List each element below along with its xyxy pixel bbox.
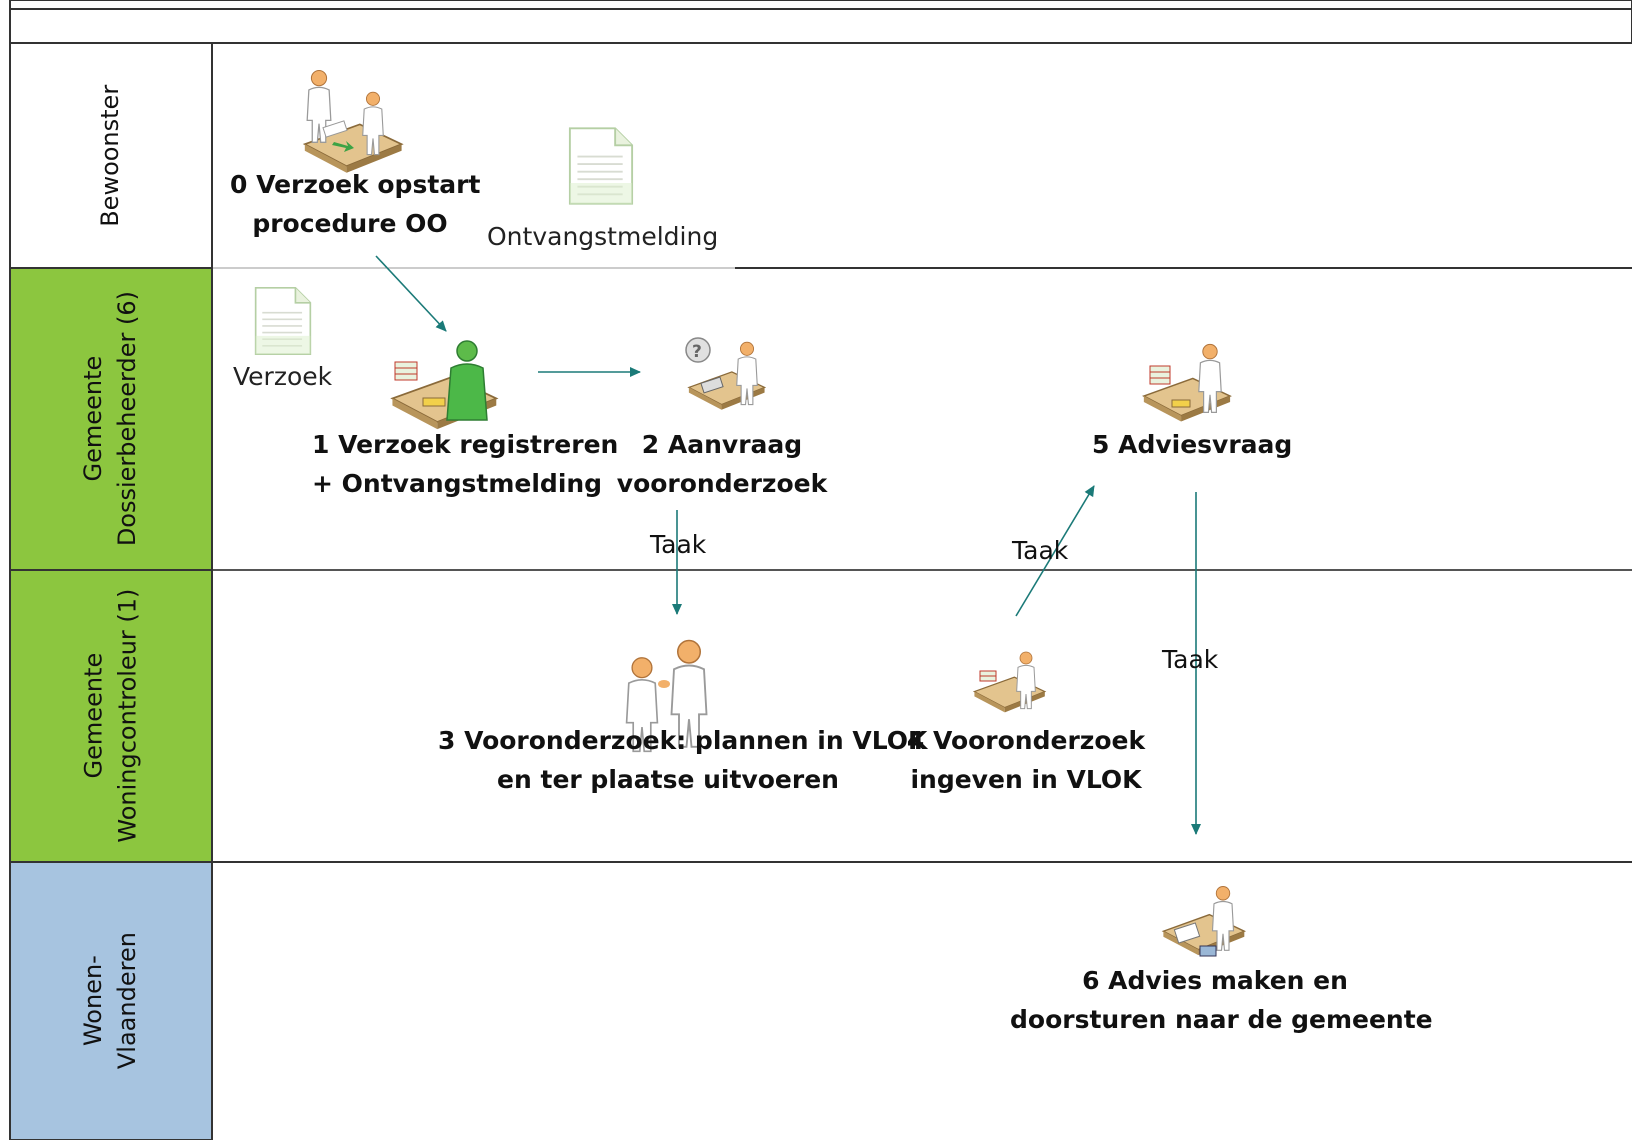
meeting-person-icon — [303, 69, 403, 174]
step-0-label: 0 Verzoek opstart procedure OO — [230, 166, 481, 244]
flow-arrow — [375, 255, 447, 332]
lane-header-wonen-vlaanderen — [9, 861, 213, 1140]
flow-label-taak: Taak — [650, 530, 707, 559]
header-row — [9, 8, 1632, 44]
flow-arrow — [1015, 485, 1095, 617]
lane-label-wonen-vlaanderen: Wonen-Vlaanderen — [10, 862, 212, 1140]
lane-label-line1: Gemeente — [79, 356, 108, 482]
flow-label-taak: Taak — [1162, 645, 1219, 674]
lane-label-line2: Vlaanderen — [113, 932, 141, 1070]
desk-worker-icon — [973, 651, 1046, 714]
flow-label-taak: Taak — [1012, 536, 1069, 565]
step-label-line1: 5 Adviesvraag — [1092, 430, 1293, 459]
step-label-line1: 2 Aanvraag — [641, 430, 803, 459]
handshake-icon — [625, 639, 708, 753]
step-label-line1: 1 Verzoek registreren — [312, 430, 619, 459]
lane-label-line2: Woningcontroleur (1) — [113, 589, 141, 843]
lane-header-woningcontroleur — [9, 569, 213, 863]
step-label-line2: vooronderzoek — [616, 468, 828, 498]
desk-worker-highlighted-icon — [391, 340, 498, 431]
step-6-label: 6 Advies maken en doorsturen naar de gem… — [1010, 962, 1433, 1040]
phone-question-worker-icon: ? — [685, 337, 766, 411]
step-label-line2: doorsturen naar de gemeente — [1010, 1004, 1433, 1034]
step-5-label: 5 Adviesvraag — [1092, 426, 1292, 465]
lane-header-bewoonster — [9, 42, 213, 269]
step-label-line1: 6 Advies maken en — [1082, 966, 1348, 995]
step-label-line1: 3 Vooronderzoek: plannen in VLOK — [438, 726, 928, 755]
step-3-label: 3 Vooronderzoek: plannen in VLOK en ter … — [438, 722, 928, 800]
step-label-line2: en ter plaatse uitvoeren — [497, 764, 839, 794]
step-label-line2: + Ontvangstmelding — [312, 468, 603, 498]
step-4-label: 4 Vooronderzoek ingeven in VLOK — [906, 722, 1146, 800]
lane-label-line2: Dossierbeheerder (6) — [113, 291, 141, 547]
document-label-verzoek: Verzoek — [233, 362, 333, 391]
lane-label-line1: Bewoonster — [96, 84, 125, 227]
document-label-ontvangstmelding: Ontvangstmelding — [487, 222, 719, 251]
desk-worker-icon — [1143, 343, 1231, 423]
step-2-label: 2 Aanvraag vooronderzoek — [612, 426, 832, 504]
step-1-label: 1 Verzoek registreren + Ontvangstmelding — [312, 426, 619, 504]
svg-text:?: ? — [692, 342, 702, 362]
lane-label-bewoonster: Bewoonster — [10, 43, 212, 268]
step-label-line2: procedure OO — [252, 208, 448, 238]
step-label-line2: ingeven in VLOK — [910, 764, 1142, 794]
desk-calculator-worker-icon — [1162, 885, 1246, 957]
lane-label-line1: Gemeente — [79, 653, 108, 779]
step-label-line1: 4 Vooronderzoek — [906, 726, 1146, 755]
document-icon — [568, 127, 634, 205]
step-label-line1: 0 Verzoek opstart — [230, 170, 481, 199]
lane-label-line1: Wonen- — [79, 955, 108, 1047]
document-icon — [254, 287, 312, 355]
header-row-top — [9, 0, 1632, 10]
